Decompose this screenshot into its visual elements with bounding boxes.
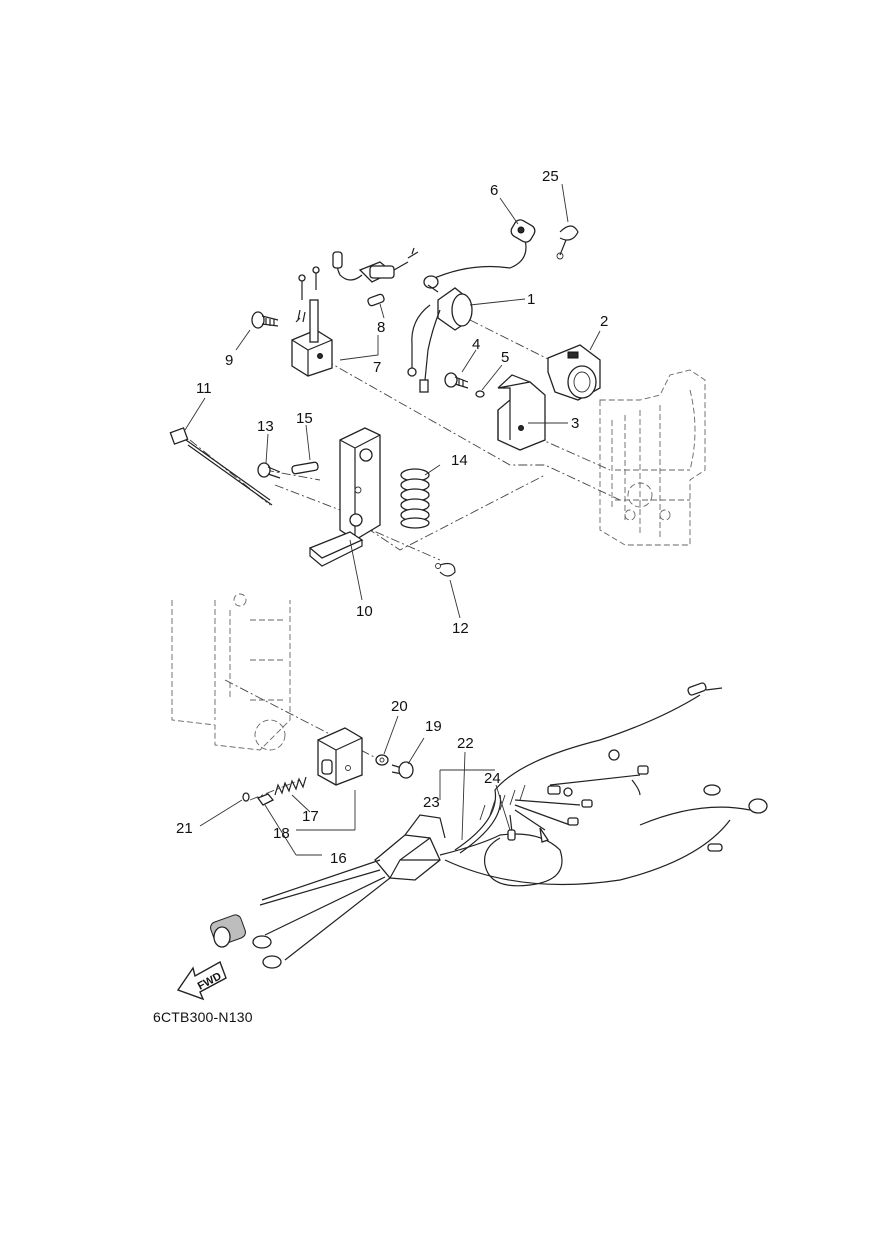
callout-9: 9 <box>225 352 234 369</box>
band-clip-part-25 <box>556 225 579 260</box>
callout-2: 2 <box>600 313 609 330</box>
callout-21: 21 <box>176 820 193 837</box>
grommet-part-14 <box>400 468 430 529</box>
callout-15: 15 <box>296 410 313 427</box>
callout-19: 19 <box>425 718 442 735</box>
fuse-holder-part-8 <box>332 247 419 307</box>
strap-part-11 <box>169 427 273 506</box>
callout-12: 12 <box>452 620 469 637</box>
ring-part-21 <box>242 792 250 802</box>
bolt-part-4 <box>444 372 469 389</box>
clip-part-12 <box>435 562 456 577</box>
callout-20: 20 <box>391 698 408 715</box>
engine-block-lower-ghost <box>171 593 291 751</box>
fwd-direction-arrow: FWD <box>176 960 227 1001</box>
callout-24: 24 <box>484 770 501 787</box>
engine-block-upper-ghost <box>599 369 706 546</box>
drawing-code-label: 6CTB300-N130 <box>153 1009 253 1025</box>
cap-lead-wire-part-6 <box>423 219 536 289</box>
washer-part-5 <box>475 390 485 398</box>
callout-7: 7 <box>373 359 382 376</box>
screw-part-13 <box>257 462 281 479</box>
callout-17: 17 <box>302 808 319 825</box>
bolt-part-19 <box>391 761 414 779</box>
callout-13: 13 <box>257 418 274 435</box>
bracket-part-10 <box>308 427 381 567</box>
spring-part-17 <box>274 776 307 796</box>
washer-part-20 <box>375 754 389 766</box>
callout-22: 22 <box>457 735 474 752</box>
switch-part-16 <box>317 727 363 786</box>
callout-leader-lines <box>184 183 601 856</box>
relay-part-1 <box>407 284 473 393</box>
callout-23: 23 <box>423 794 440 811</box>
callout-10: 10 <box>356 603 373 620</box>
nut-part-18 <box>256 793 275 806</box>
callout-14: 14 <box>451 452 468 469</box>
bracket-part-7 <box>291 266 333 377</box>
screw-part-9 <box>251 311 279 329</box>
callout-8: 8 <box>377 319 386 336</box>
callout-4: 4 <box>472 336 481 353</box>
callout-11: 11 <box>196 380 212 397</box>
pin-part-15 <box>291 461 319 475</box>
holder-part-2 <box>547 344 601 401</box>
callout-16: 16 <box>330 850 347 867</box>
callout-25: 25 <box>542 168 559 185</box>
wire-harness-part-23 <box>210 682 768 969</box>
bracket-part-3 <box>497 374 546 451</box>
callout-1: 1 <box>527 291 536 308</box>
callout-6: 6 <box>490 182 499 199</box>
callout-18: 18 <box>273 825 290 842</box>
callout-5: 5 <box>501 349 510 366</box>
callout-3: 3 <box>571 415 580 432</box>
